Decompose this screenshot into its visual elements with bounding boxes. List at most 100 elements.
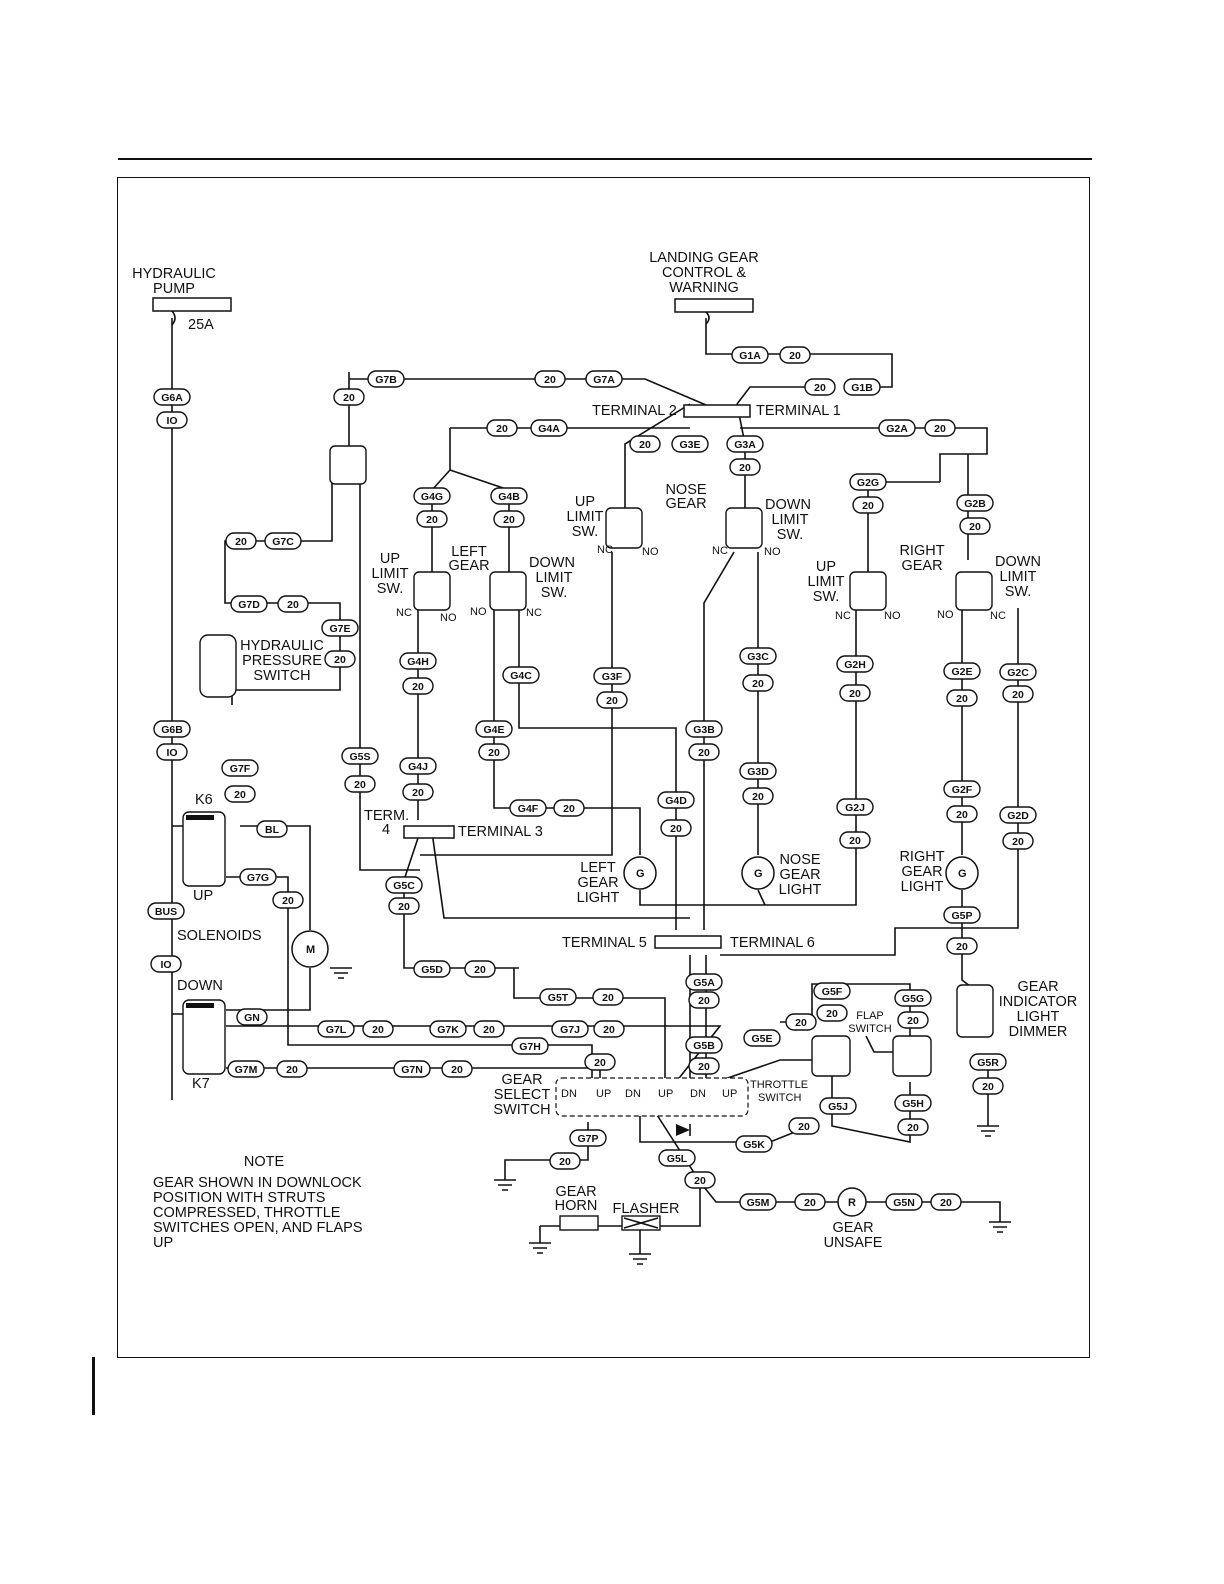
wire-tag-oval (596, 691, 628, 709)
wire-tag-label: 20 (426, 514, 438, 526)
wire-tag-label: G4F (518, 803, 539, 815)
nose-light-label-1: NOSE (779, 852, 820, 868)
flasher-label: FLASHER (613, 1201, 680, 1217)
wire-tag-label: 20 (849, 688, 861, 700)
wire-tag-oval (341, 747, 379, 765)
note-line-4: SWITCHES OPEN, AND FLAPS (153, 1220, 363, 1236)
wire-tag-label: G7A (593, 374, 615, 386)
wire-tag-oval (684, 1171, 716, 1189)
wire-tag-label: 20 (956, 693, 968, 705)
wire-tag-label: 20 (814, 382, 826, 394)
wire-tag-label: G4E (483, 724, 504, 736)
terminal-blocks (403, 404, 751, 949)
terminal-1-label: TERMINAL 1 (756, 403, 841, 419)
wire-tag-label: G1A (739, 350, 761, 362)
wire-tag-label: G3C (747, 651, 769, 663)
wire-tag-oval (956, 494, 994, 512)
wire-tag-oval (225, 532, 257, 550)
terminal-2-label: TERMINAL 2 (592, 403, 677, 419)
wire-tag-label: G3A (734, 439, 756, 451)
wire-tag-oval (534, 370, 566, 388)
wire-tag-oval (742, 674, 774, 692)
gs-up-1: UP (596, 1088, 611, 1100)
wire-tag-label: 20 (804, 1197, 816, 1209)
wire-tag-oval (999, 806, 1037, 824)
left-gear-label-2: GEAR (448, 558, 489, 574)
left-gear-label-1: LEFT (451, 544, 487, 560)
wire-tag-oval (276, 1060, 308, 1078)
wire-tag-oval (739, 647, 777, 665)
wire-tag-oval (147, 902, 185, 920)
wire-tag-oval (1002, 832, 1034, 850)
gear-select-label-3: SWITCH (493, 1102, 550, 1118)
wire-tag-label: 20 (969, 521, 981, 533)
wire-tag-oval (943, 906, 981, 924)
hyd-pressure-label-3: SWITCH (253, 668, 310, 684)
wire-tag-label: G7B (375, 374, 397, 386)
nc-label: NC (597, 544, 613, 556)
wire-tag-label: G1B (851, 382, 873, 394)
wire-tag-oval (441, 1060, 473, 1078)
wire-tag-label: 20 (503, 514, 515, 526)
wire-tag-label: G4D (665, 795, 687, 807)
nc-label: NC (396, 607, 412, 619)
wire-tag-label: 20 (343, 392, 355, 404)
wire-tag-label: G2G (857, 477, 879, 489)
wire-tag-label: 20 (698, 995, 710, 1007)
terminal-3-label: TERMINAL 3 (458, 824, 543, 840)
wire-tag-label: 20 (488, 747, 500, 759)
wire-tag-label: G6A (161, 392, 183, 404)
wire-tag-label: G5N (893, 1197, 915, 1209)
wire-tag-label: G4B (498, 491, 520, 503)
wire-tag-oval (509, 799, 547, 817)
wire-tag-oval (272, 891, 304, 909)
wire-tag-oval (660, 819, 692, 837)
wire-tag-oval (593, 1020, 625, 1038)
k7-label: K7 (192, 1076, 210, 1092)
wire-tag-oval (227, 1060, 265, 1078)
wire-tag-oval (549, 1152, 581, 1170)
wire-tag-oval (658, 1149, 696, 1167)
wire-tag-label: G4G (421, 491, 443, 503)
wire-tag-label: 20 (956, 941, 968, 953)
wire-tag-oval (264, 532, 302, 550)
wire-tag-label: G7G (247, 872, 269, 884)
wire-tag-oval (539, 988, 577, 1006)
wire-tag-oval (393, 1060, 431, 1078)
note-title: NOTE (244, 1154, 285, 1170)
flap-label-1: FLAP (856, 1010, 884, 1022)
wire-tag-label: 20 (907, 1015, 919, 1027)
hyd-pressure-label-2: PRESSURE (242, 653, 322, 669)
wire-tag-oval (685, 720, 723, 738)
wire-tag-label: G5H (902, 1098, 924, 1110)
wire-tag-oval (502, 666, 540, 684)
solenoids-label: SOLENOIDS (177, 928, 262, 944)
wire-tag-label: G5M (747, 1197, 770, 1209)
wire-tag-label: 20 (798, 1121, 810, 1133)
lamps-and-motor (291, 856, 979, 1217)
wire-tag-label: IO (160, 959, 171, 971)
wire-tag-oval (153, 388, 191, 406)
wire-tag-label: 20 (982, 1081, 994, 1093)
wire-tag-label: G3E (679, 439, 700, 451)
nose-down-limit-label-2: LIMIT (771, 512, 808, 528)
wire-tag-oval (402, 783, 434, 801)
right-up-limit-label-1: UP (816, 559, 836, 575)
wire-tag-label: G5S (349, 751, 370, 763)
right-light-label-1: RIGHT (899, 849, 944, 865)
wire-tag-label: G5E (751, 1033, 772, 1045)
wire-tag-label: 20 (789, 350, 801, 362)
wire-tag-oval (836, 655, 874, 673)
terminal-5-label: TERMINAL 5 (562, 935, 647, 951)
gear-select-label-1: GEAR (501, 1072, 542, 1088)
wire-tag-oval (836, 798, 874, 816)
nose-down-limit-label-1: DOWN (765, 497, 811, 513)
wire-tag-label: 20 (907, 1122, 919, 1134)
wire-tag-label: IO (166, 747, 177, 759)
diagram-frame (117, 177, 1090, 1358)
right-lamp-g: G (958, 868, 967, 880)
wire-tag-label: G5P (951, 910, 972, 922)
wire-tag-label: 20 (282, 895, 294, 907)
gear-unsafe-label-1: GEAR (832, 1220, 873, 1236)
wire-tag-oval (946, 805, 978, 823)
